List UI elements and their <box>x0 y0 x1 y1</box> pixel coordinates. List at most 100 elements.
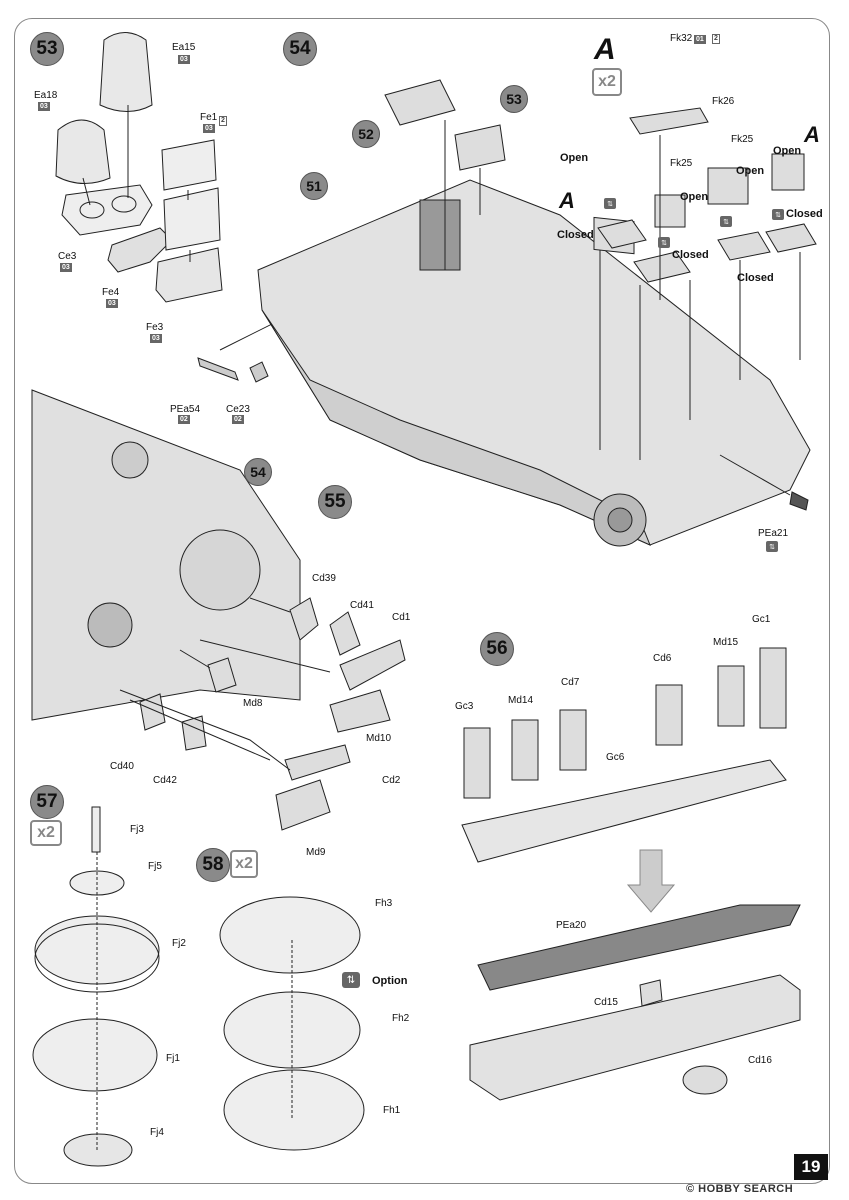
label-gc6: Gc6 <box>606 752 625 763</box>
sprue-ce3: 03 <box>60 263 72 272</box>
label-fe4: Fe4 <box>102 287 120 298</box>
part-cd7-drawing <box>559 709 587 771</box>
frame-bottom-drawing <box>469 974 801 1101</box>
part-gc6-drawing <box>461 759 787 863</box>
option-icon: ⇅ <box>766 541 778 552</box>
sprue-fk32: 01 <box>694 35 706 44</box>
label-cd39: Cd39 <box>312 573 336 584</box>
part-pea54-drawing <box>197 357 239 381</box>
step-58: 58 <box>196 848 230 882</box>
part-cd42-drawing <box>181 715 207 751</box>
multiplier-step58: x2 <box>230 850 258 878</box>
label-gc3: Gc3 <box>455 701 474 712</box>
part-cd41-drawing <box>329 611 361 656</box>
substep-54: 54 <box>244 458 272 486</box>
part-md9-drawing <box>275 779 331 831</box>
part-cd2-drawing <box>284 744 351 781</box>
label-md8: Md8 <box>243 698 263 709</box>
option-icon: ⇅ <box>342 972 360 988</box>
label-cd42: Cd42 <box>153 775 177 786</box>
hatch-closed-2 <box>633 251 691 283</box>
part-cd39-drawing <box>289 597 319 641</box>
label-fe1: Fe1 <box>200 112 218 123</box>
label-cd6: Cd6 <box>653 653 672 664</box>
part-fh1-drawing <box>223 1069 365 1151</box>
hatch-closed-4 <box>765 223 817 253</box>
label-fj5: Fj5 <box>148 861 162 872</box>
part-52-drawing <box>384 79 456 126</box>
label-fh1: Fh1 <box>383 1105 401 1116</box>
label-pea20: PEa20 <box>556 920 587 931</box>
label-fk32: Fk32 <box>670 33 693 44</box>
multiplier-step57: x2 <box>30 820 62 846</box>
label-fk25-right: Fk25 <box>731 134 754 145</box>
option-label: Option <box>372 975 408 987</box>
label-open-1: Open <box>560 152 589 164</box>
substep-53: 53 <box>500 85 528 113</box>
part-md14-drawing <box>511 719 539 781</box>
label-fh3: Fh3 <box>375 898 393 909</box>
sprue-fe3: 03 <box>150 334 162 343</box>
step-54: 54 <box>283 32 317 66</box>
option-icon: ⇅ <box>604 198 616 209</box>
page-number: 19 <box>794 1154 828 1180</box>
part-fh3-drawing <box>219 896 361 974</box>
part-cd6-drawing <box>655 684 683 746</box>
part-ea18-drawing <box>55 119 111 184</box>
variant-a-label: A <box>594 33 616 66</box>
label-ce3: Ce3 <box>58 251 77 262</box>
part-pea20-drawing <box>477 904 801 991</box>
part-fe3-drawing <box>155 247 223 303</box>
label-fj3: Fj3 <box>130 824 144 835</box>
part-cd15-drawing <box>639 979 663 1007</box>
label-closed-3: Closed <box>737 272 774 284</box>
label-md9: Md9 <box>306 847 326 858</box>
sprue-ea15: 03 <box>178 55 190 64</box>
label-ea18: Ea18 <box>34 90 58 101</box>
sprue-ea18: 03 <box>38 102 50 111</box>
hatch-open-3 <box>707 167 749 205</box>
label-cd15: Cd15 <box>594 997 618 1008</box>
step-53: 53 <box>30 32 64 66</box>
qty-fe1: 2 <box>219 116 227 126</box>
part-cd1-drawing <box>339 639 406 691</box>
option-icon: ⇅ <box>772 209 784 220</box>
label-fk25-mid: Fk25 <box>670 158 693 169</box>
label-cd40: Cd40 <box>110 761 134 772</box>
label-pea54: PEa54 <box>170 404 201 415</box>
part-md15-drawing <box>717 665 745 727</box>
substep-51: 51 <box>300 172 328 200</box>
step-57: 57 <box>30 785 64 819</box>
part-fj1-drawing <box>32 1018 158 1092</box>
label-fj1: Fj1 <box>166 1053 180 1064</box>
option-icon: ⇅ <box>720 216 732 227</box>
label-closed-1: Closed <box>557 229 594 241</box>
part-fk26-drawing <box>629 107 709 135</box>
label-fj4: Fj4 <box>150 1127 164 1138</box>
label-closed-2: Closed <box>672 249 709 261</box>
part-fe1a-drawing <box>161 139 217 191</box>
label-md15: Md15 <box>713 637 739 648</box>
label-cd16: Cd16 <box>748 1055 772 1066</box>
multiplier-step54: x2 <box>592 68 622 96</box>
part-gc1-drawing <box>759 647 787 729</box>
label-cd2: Cd2 <box>382 775 401 786</box>
hatch-open-4 <box>771 153 805 191</box>
variant-a-label-left: A <box>559 188 575 213</box>
watermark: © HOBBY SEARCH <box>686 1183 794 1195</box>
qty-fk32: 2 <box>712 34 720 44</box>
part-ea15-drawing <box>99 32 153 112</box>
step-55: 55 <box>318 485 352 519</box>
part-gc3-drawing <box>463 727 491 799</box>
part-ce23-drawing <box>249 361 269 383</box>
substep-52: 52 <box>352 120 380 148</box>
label-fh2: Fh2 <box>392 1013 410 1024</box>
label-fj2: Fj2 <box>172 938 186 949</box>
label-fe3: Fe3 <box>146 322 164 333</box>
label-md14: Md14 <box>508 695 534 706</box>
part-fj4-drawing <box>63 1133 133 1167</box>
part-ce3-drawing <box>61 184 153 236</box>
label-closed-4: Closed <box>786 208 823 220</box>
label-cd1: Cd1 <box>392 612 411 623</box>
